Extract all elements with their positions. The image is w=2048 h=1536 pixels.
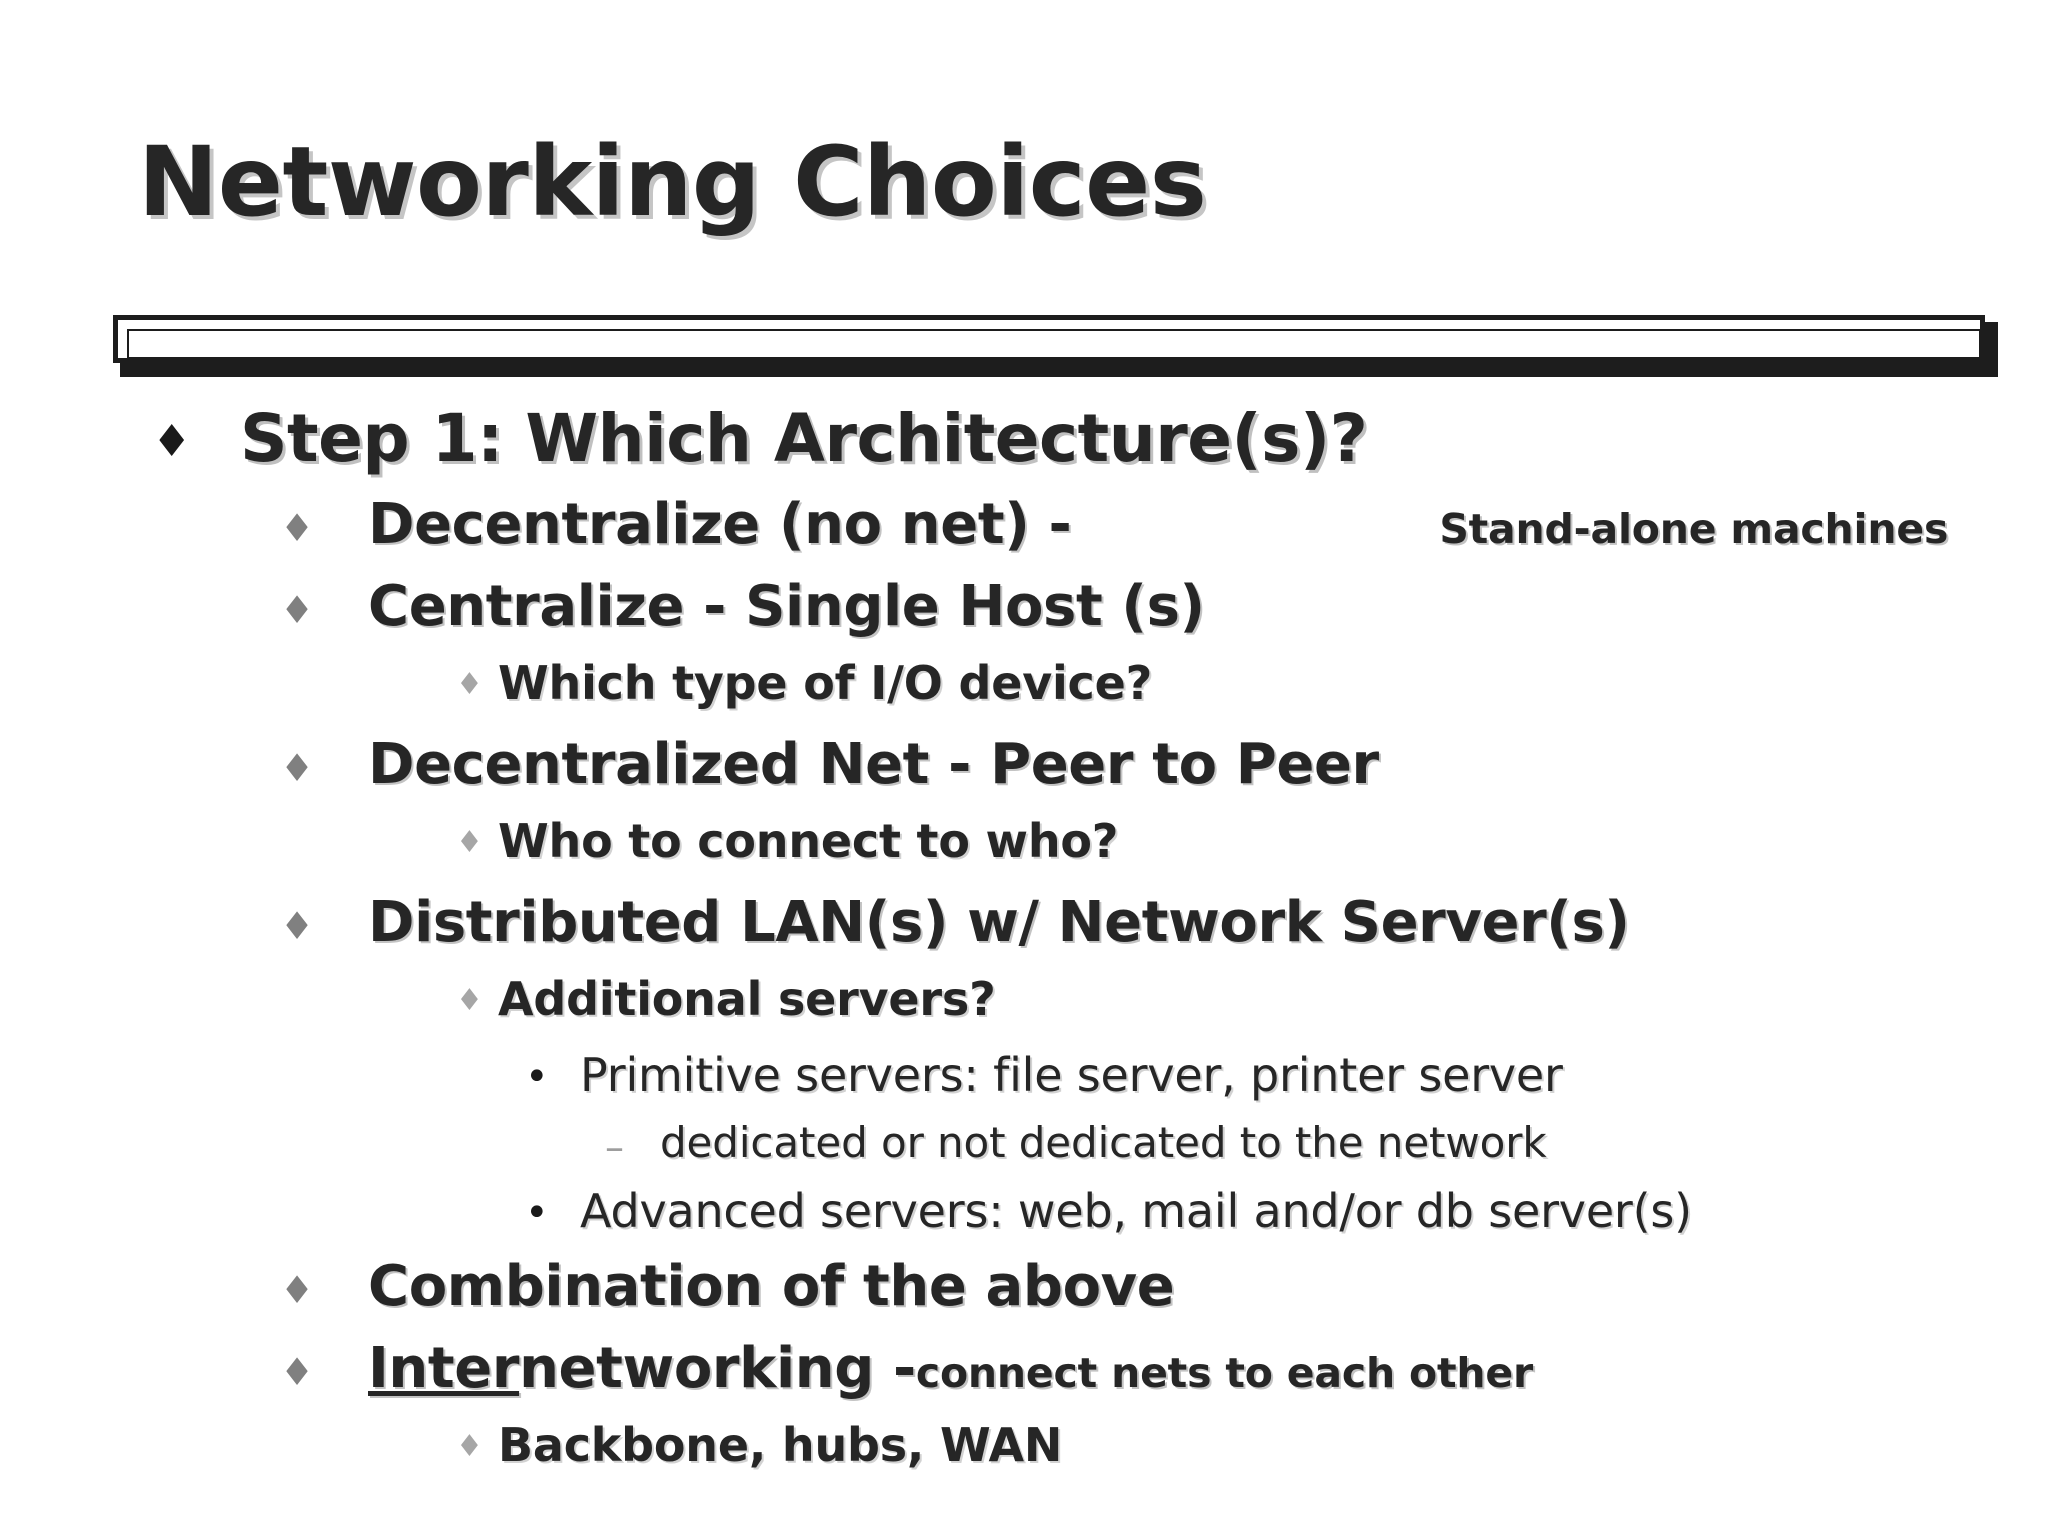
outline-item-level2[interactable]: ♦ Distributed LAN(s) w/ Network Server(s… [0, 890, 2048, 972]
outline-item-text: Who to connect to who? [498, 814, 1119, 868]
outline-body: ♦ Step 1: Which Architecture(s)? ♦ Decen… [0, 400, 2048, 1494]
diamond-bullet-icon: ♦ [456, 825, 483, 860]
diamond-bullet-icon: ♦ [456, 667, 483, 702]
outline-item-text-underlined: Inter [368, 1336, 520, 1401]
diamond-bullet-icon: ♦ [280, 1268, 315, 1312]
outline-item-text: Additional servers? [498, 972, 996, 1026]
outline-item-text: Combination of the above [368, 1254, 1175, 1319]
outline-item-level3[interactable]: ♦ Which type of I/O device? [0, 656, 2048, 732]
outline-item-level3[interactable]: ♦ Who to connect to who? [0, 814, 2048, 890]
outline-item-text: Backbone, hubs, WAN [498, 1418, 1063, 1472]
outline-item-level1[interactable]: ♦ Step 1: Which Architecture(s)? [0, 400, 2048, 492]
page-title: Networking Choices [138, 126, 1207, 238]
outline-item-text-small: connect nets to each other [915, 1349, 1534, 1397]
title-divider-bar [113, 315, 1998, 377]
outline-item-text: Distributed LAN(s) w/ Network Server(s) [368, 890, 1630, 955]
outline-item-text: dedicated or not dedicated to the networ… [660, 1118, 1547, 1167]
outline-item-level2[interactable]: ♦ Centralize - Single Host (s) [0, 574, 2048, 656]
outline-item-level2[interactable]: ♦ Decentralize (no net) - Stand-alone ma… [0, 492, 2048, 574]
outline-item-text: Decentralized Net - Peer to Peer [368, 732, 1379, 797]
round-bullet-icon: • [525, 1054, 549, 1100]
diamond-bullet-icon: ♦ [456, 983, 483, 1018]
outline-item-text-small: Stand-alone machines [1439, 505, 1949, 553]
divider-inner-frame [127, 329, 1981, 359]
dash-bullet-icon: – [605, 1125, 624, 1169]
outline-item-text: Which type of I/O device? [498, 656, 1153, 710]
outline-item-level2[interactable]: ♦ Combination of the above [0, 1254, 2048, 1336]
diamond-bullet-icon: ♦ [280, 746, 315, 790]
outline-item-text: Decentralize (no net) - [368, 492, 1072, 557]
outline-item-level3[interactable]: ♦ Backbone, hubs, WAN [0, 1418, 2048, 1494]
outline-item-level4[interactable]: • Advanced servers: web, mail and/or db … [0, 1184, 2048, 1254]
diamond-bullet-icon: ♦ [456, 1429, 483, 1464]
diamond-bullet-icon: ♦ [280, 588, 315, 632]
outline-item-level3[interactable]: ♦ Additional servers? [0, 972, 2048, 1048]
diamond-bullet-icon: ♦ [280, 506, 315, 550]
outline-item-text: Advanced servers: web, mail and/or db se… [580, 1184, 1692, 1238]
outline-item-level2-internetworking[interactable]: ♦ Internetworking - connect nets to each … [0, 1336, 2048, 1418]
outline-item-level5[interactable]: – dedicated or not dedicated to the netw… [0, 1118, 2048, 1184]
outline-item-level4[interactable]: • Primitive servers: file server, printe… [0, 1048, 2048, 1118]
outline-item-text: Primitive servers: file server, printer … [580, 1048, 1563, 1102]
outline-item-text: Centralize - Single Host (s) [368, 574, 1205, 639]
round-bullet-icon: • [525, 1190, 549, 1236]
outline-item-text: networking - [519, 1336, 916, 1401]
diamond-bullet-icon: ♦ [280, 1350, 315, 1394]
divider-outer-frame [113, 315, 1985, 363]
diamond-bullet-icon: ♦ [280, 904, 315, 948]
outline-item-text: Step 1: Which Architecture(s)? [240, 400, 1368, 477]
diamond-bullet-icon: ♦ [152, 416, 192, 467]
outline-item-level2[interactable]: ♦ Decentralized Net - Peer to Peer [0, 732, 2048, 814]
